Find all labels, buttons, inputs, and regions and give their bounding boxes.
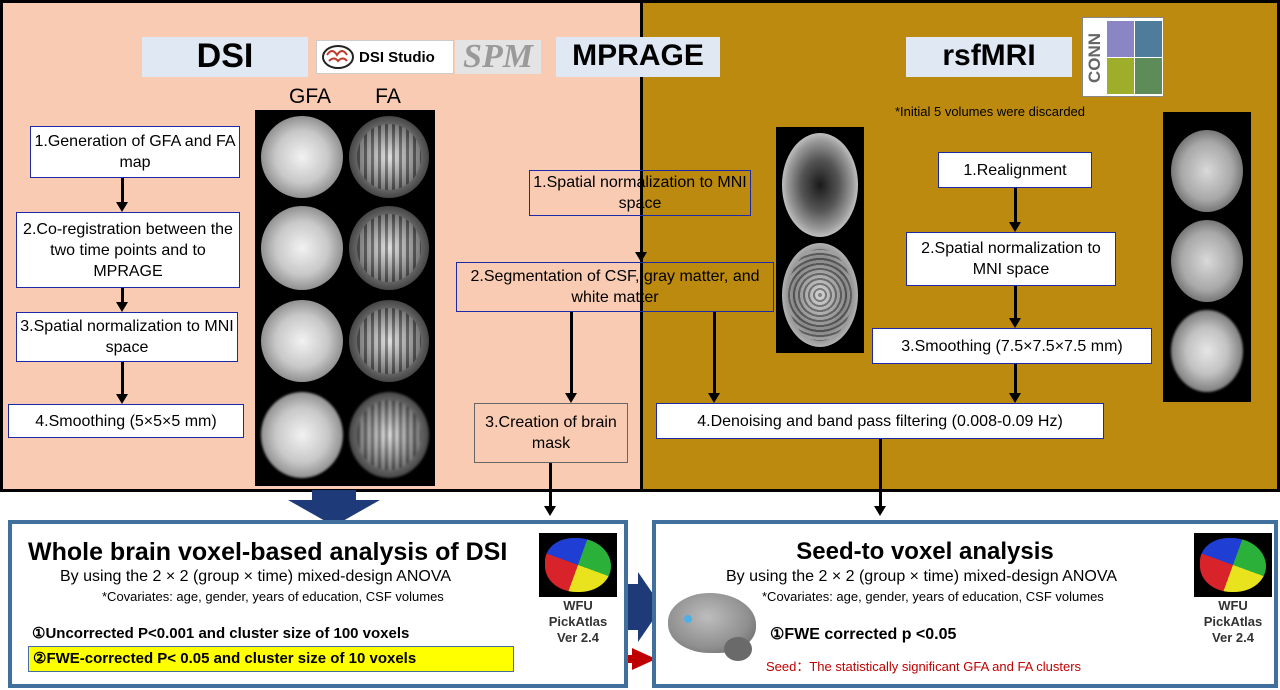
seed-description: Seed：The statistically significant GFA a… [766, 659, 1082, 674]
epi-image-3 [1171, 310, 1243, 392]
mprage-step-3: 3.Creation of brain mask [474, 403, 628, 463]
brain-logo-icon [322, 45, 354, 69]
denoise-to-seed-arrow [879, 439, 882, 506]
mprage-arrowhead-1-2 [635, 252, 647, 262]
dsi-arrowhead-2-3 [116, 302, 128, 312]
wfu-pickatlas-right-logo [1194, 533, 1272, 597]
rsfmri-step-1: 1.Realignment [938, 152, 1092, 188]
epi-image-2 [1171, 220, 1243, 302]
fa-image-4 [349, 392, 429, 478]
dsi-step-4: 4.Smoothing (5×5×5 mm) [8, 404, 244, 438]
conn-thumb-3 [1107, 58, 1134, 94]
dsi-arrowhead-1-2 [116, 202, 128, 212]
rsfmri-arrow-3-4 [1014, 364, 1017, 393]
rsfmri-step-4: 4.Denoising and band pass filtering (0.0… [656, 403, 1104, 439]
mprage-arrow-2-4 [713, 312, 716, 393]
t1-image-1 [782, 133, 858, 237]
rsfmri-title: rsfMRI [906, 37, 1072, 77]
gfa-image-3 [261, 300, 343, 382]
dsi-arrowhead-3-4 [116, 394, 128, 404]
dsi-down-arrow [288, 490, 380, 526]
conn-thumb-2 [1135, 21, 1162, 57]
seed-criteria-1: ①FWE corrected p <0.05 [770, 626, 957, 643]
spm-label: SPM [463, 38, 533, 75]
spm-logo: SPM [455, 38, 541, 75]
dsi-title: DSI [142, 37, 308, 77]
dsi-criteria-1: ①Uncorrected P<0.001 and cluster size of… [32, 625, 410, 642]
dsi-arrow-1-2 [121, 178, 124, 202]
wfu-left-label: WFU PickAtlas Ver 2.4 [548, 598, 608, 645]
denoise-to-seed-arrowhead [874, 506, 886, 516]
mask-to-analysis-arrow [549, 463, 552, 506]
gfa-image-1 [261, 116, 343, 198]
dsi-analysis-covariates: *Covariates: age, gender, years of educa… [102, 589, 444, 604]
mprage-step-2: 2.Segmentation of CSF, gray matter, and … [456, 262, 774, 312]
dsi-studio-logo: DSI Studio [316, 40, 454, 74]
rsfmri-brain-images [1163, 112, 1251, 402]
gfa-column-label: GFA [288, 85, 331, 108]
seed-analysis-covariates: *Covariates: age, gender, years of educa… [762, 589, 1104, 604]
dsi-criteria-2: ②FWE-corrected P< 0.05 and cluster size … [28, 646, 514, 672]
fa-image-3 [349, 300, 429, 382]
rsfmri-step-3: 3.Smoothing (7.5×7.5×7.5 mm) [872, 328, 1152, 364]
epi-image-1 [1171, 130, 1243, 212]
gfa-image-2 [261, 206, 343, 290]
dsi-arrow-3-4 [121, 362, 124, 394]
dsi-analysis-subtitle: By using the 2 × 2 (group × time) mixed-… [60, 568, 452, 585]
fa-image-2 [349, 206, 429, 290]
t1-image-2 [782, 243, 858, 347]
conn-thumb-4 [1135, 58, 1162, 94]
dsi-brain-images [255, 110, 435, 486]
rsfmri-arrow-1-2 [1014, 188, 1017, 222]
mprage-step-1: 1.Spatial normalization to MNI space [529, 170, 751, 216]
rsfmri-arrow-2-3 [1014, 286, 1017, 318]
rsfmri-note: *Initial 5 volumes were discarded [894, 104, 1086, 119]
mprage-brain-images [776, 127, 864, 353]
brain-atlas-icon [545, 538, 611, 592]
dsi-arrow-2-3 [121, 288, 124, 302]
fa-column-label: FA [375, 85, 401, 108]
cerebellum [724, 637, 752, 661]
wfu-right-label: WFU PickAtlas Ver 2.4 [1203, 598, 1263, 645]
mprage-arrow-1-2 [640, 216, 643, 252]
seed-analysis-subtitle: By using the 2 × 2 (group × time) mixed-… [726, 568, 1118, 585]
mprage-arrow-2-3 [570, 312, 573, 393]
rsfmri-arrowhead-1-2 [1009, 222, 1021, 232]
dsi-studio-label: DSI Studio [359, 48, 435, 66]
seed-analysis-title: Seed-to voxel analysis [796, 538, 1054, 565]
rsfmri-arrowhead-2-3 [1009, 318, 1021, 328]
brain-atlas-icon [1200, 538, 1266, 592]
dsi-analysis-title: Whole brain voxel-based analysis of DSI [28, 538, 508, 566]
mprage-arrowhead-2-4 [708, 393, 720, 403]
wfu-pickatlas-left-logo [539, 533, 617, 597]
seed-brain-image [662, 585, 762, 667]
fa-image-1 [349, 116, 429, 198]
rsfmri-step-2: 2.Spatial normalization to MNI space [906, 232, 1116, 286]
rsfmri-arrowhead-3-4 [1009, 393, 1021, 403]
mprage-arrowhead-2-3 [565, 393, 577, 403]
dsi-step-3: 3.Spatial normalization to MNI space [16, 312, 238, 362]
conn-thumb-1 [1107, 21, 1134, 57]
conn-label: CONN [1085, 32, 1104, 84]
dsi-step-2: 2.Co-registration between the two time p… [16, 212, 240, 288]
mask-to-analysis-arrowhead [544, 506, 556, 516]
conn-logo: CONN [1082, 17, 1164, 97]
left-to-right-arrow [622, 572, 662, 642]
gfa-image-4 [261, 392, 343, 478]
dsi-step-1: 1.Generation of GFA and FA map [30, 126, 240, 178]
mprage-title: MPRAGE [556, 37, 720, 77]
seed-cluster-marker [684, 615, 692, 623]
